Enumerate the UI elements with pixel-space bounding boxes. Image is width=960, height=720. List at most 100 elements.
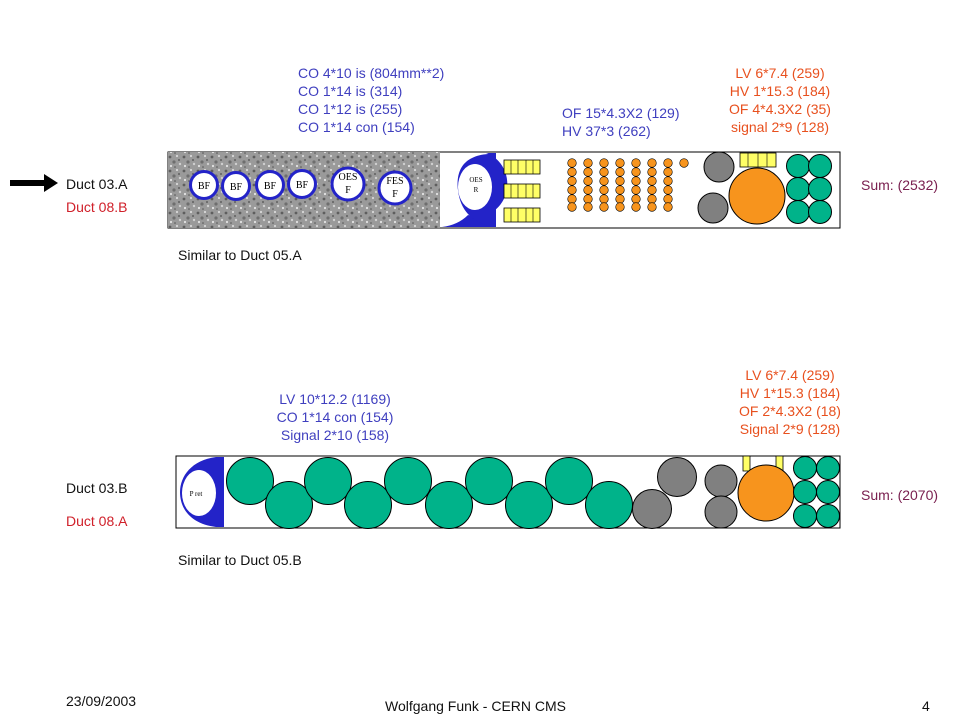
hv-cable: [663, 158, 673, 168]
fes-f-cable: FES F: [377, 170, 413, 206]
hv-cable: [631, 176, 641, 186]
hv-cable: [663, 167, 673, 177]
yellow-signal-cable: [503, 207, 541, 223]
fes-f-label-top: FES: [386, 176, 403, 187]
green-lv-cable: [304, 457, 352, 505]
duct-a-bf-cables: BF BF BF BF: [189, 169, 317, 201]
green-lv-cable: [585, 481, 633, 529]
footer-author: Wolfgang Funk - CERN CMS: [385, 698, 567, 714]
green-lv-cable: [465, 457, 513, 505]
green-cable: [786, 154, 810, 178]
duct-a-gray-cables: [697, 151, 735, 224]
bf-label: BF: [230, 182, 243, 193]
duct-b-lv-right-list: LV 6*7.4 (259) HV 1*15.3 (184) OF 2*4.3X…: [710, 366, 870, 438]
hv-cable: [567, 167, 577, 177]
hv-cable: [679, 158, 689, 168]
oes-r-label-bottom: R: [474, 186, 479, 194]
duct-b-lv-right-line: HV 1*15.3 (184): [739, 385, 841, 401]
p-ret-cable: P ret: [180, 457, 224, 527]
duct-a-label-secondary: Duct 08.B: [66, 199, 128, 215]
duct-a-lv-line: signal 2*9 (128): [730, 119, 830, 135]
duct-a-of-line: OF 15*4.3X2 (129): [562, 105, 680, 121]
hv-cable: [583, 194, 593, 204]
hv-cable: [583, 167, 593, 177]
hv-cable: [631, 202, 641, 212]
fes-f-label-bottom: F: [392, 189, 398, 200]
hv-cable: [567, 176, 577, 186]
green-cable: [816, 480, 840, 504]
duct-b-lv-right-line: OF 2*4.3X2 (18): [739, 403, 841, 419]
duct-b-lv-left-line: CO 1*14 con (154): [276, 409, 394, 425]
duct-a-co-line: CO 1*12 is (255): [298, 101, 403, 117]
green-cable: [816, 504, 840, 528]
oes-r-label-top: OES: [469, 176, 482, 184]
footer-page-number: 4: [922, 698, 930, 714]
yellow-signal-cable: [503, 159, 541, 175]
duct-a-of-line: HV 37*3 (262): [562, 123, 651, 139]
green-lv-cable: [265, 481, 313, 529]
duct-a-yellow-signal-cables: [503, 159, 541, 223]
footer-date: 23/09/2003: [66, 693, 137, 709]
hv-cable: [647, 158, 657, 168]
hv-cable: [583, 202, 593, 212]
hv-cable: [615, 202, 625, 212]
hv-cable: [615, 167, 625, 177]
hv-cable: [599, 176, 609, 186]
duct-b-lv-left-list: LV 10*12.2 (1169) CO 1*14 con (154) Sign…: [250, 390, 420, 444]
duct-a-lv-orange-cable: [728, 167, 786, 225]
gray-cable: [632, 489, 672, 529]
hv-cable: [567, 158, 577, 168]
duct-a-lv-line: OF 4*4.3X2 (35): [729, 101, 831, 117]
duct-a-sum: Sum: (2532): [861, 177, 939, 193]
hv-cable: [663, 194, 673, 204]
duct-b-lv-right-line: Signal 2*9 (128): [739, 421, 841, 437]
p-ret-label: P ret: [190, 490, 203, 498]
duct-b-similar: Similar to Duct 05.B: [178, 552, 302, 568]
duct-a-label: Duct 03.A: [66, 176, 128, 192]
hv-cable: [583, 158, 593, 168]
duct-a-co-line: CO 1*14 con (154): [298, 119, 415, 135]
hv-cable: [647, 194, 657, 204]
green-cable: [786, 200, 810, 224]
hv-cable: [567, 202, 577, 212]
duct-a-co-list: CO 4*10 is (804mm**2) CO 1*14 is (314) C…: [298, 64, 444, 136]
duct-a-co-line: CO 1*14 is (314): [298, 83, 403, 99]
hv-cable: [663, 202, 673, 212]
yellow-signal-cable: [503, 183, 541, 199]
hv-cable: [663, 185, 673, 195]
duct-b-lv-orange-cable: [737, 464, 795, 522]
hv-cable: [615, 158, 625, 168]
duct-b-green-lv-cables: [226, 457, 633, 529]
gray-cable: [703, 151, 735, 183]
green-cable: [793, 456, 817, 480]
green-cable: [808, 177, 832, 201]
duct-a-lv-line: LV 6*7.4 (259): [735, 65, 825, 81]
oes-f-label-bottom: F: [345, 185, 351, 196]
hv-cable: [647, 202, 657, 212]
green-lv-cable: [425, 481, 473, 529]
bf-cable: BF: [221, 171, 251, 201]
oes-f-cable: OES F: [330, 166, 366, 202]
hv-cable: [615, 194, 625, 204]
duct-b-label-secondary: Duct 08.A: [66, 513, 128, 529]
hv-cable: [599, 167, 609, 177]
hv-cable: [631, 185, 641, 195]
duct-a-lv-list: LV 6*7.4 (259) HV 1*15.3 (184) OF 4*4.3X…: [700, 64, 860, 136]
duct-b-lv-right-line: LV 6*7.4 (259): [745, 367, 835, 383]
hv-cable: [631, 158, 641, 168]
hv-cable: [647, 185, 657, 195]
hv-cable: [631, 167, 641, 177]
duct-b-lv-left-line: LV 10*12.2 (1169): [279, 391, 391, 407]
hv-cable: [599, 194, 609, 204]
green-lv-cable: [344, 481, 392, 529]
green-lv-cable: [384, 457, 432, 505]
green-lv-cable: [545, 457, 593, 505]
green-cable: [816, 456, 840, 480]
hv-cable: [615, 176, 625, 186]
duct-a-of-list: OF 15*4.3X2 (129) HV 37*3 (262): [562, 104, 680, 140]
green-lv-cable: [226, 457, 274, 505]
hv-cable: [599, 202, 609, 212]
gray-cable: [697, 192, 729, 224]
right-arrow-icon: [10, 174, 58, 192]
